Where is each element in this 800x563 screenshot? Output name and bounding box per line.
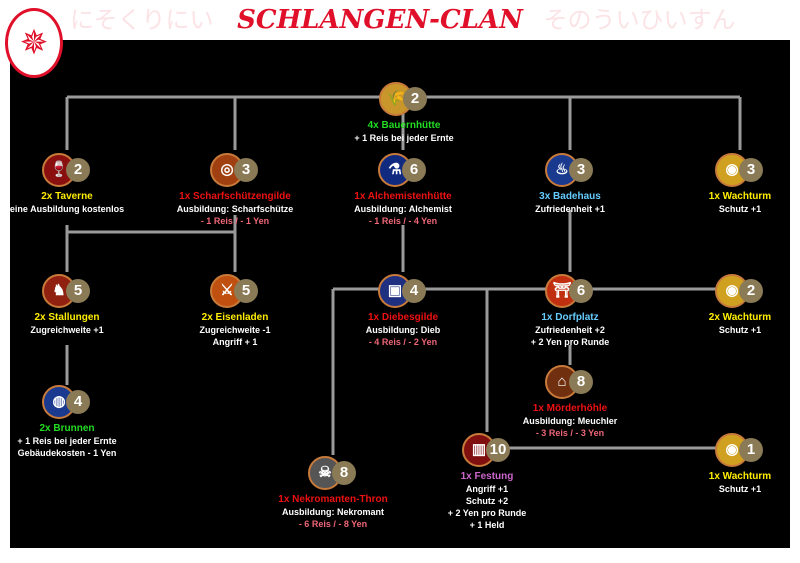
building-name: 1x Scharfschützengilde xyxy=(179,191,291,202)
building-name: 1x Wachturm xyxy=(708,471,772,482)
level-badge: 8 xyxy=(332,461,356,485)
building-effect: Ausbildung: Alchemist xyxy=(354,204,452,214)
building-name: 2x Brunnen xyxy=(39,423,95,434)
building-name: 2x Stallungen xyxy=(34,312,100,323)
building-effect: + 1 Reis bei jeder Ernte xyxy=(354,133,454,143)
building-effect: Angriff +1 xyxy=(465,484,509,494)
building-name: 1x Festung xyxy=(460,471,514,482)
level-badge: 8 xyxy=(569,370,593,394)
level-badge: 2 xyxy=(66,158,90,182)
building-effect: Schutz +1 xyxy=(718,484,762,494)
level-badge: 2 xyxy=(403,87,427,111)
building-name: 3x Badehaus xyxy=(539,191,601,202)
level-badge: 3 xyxy=(739,158,763,182)
level-badge: 2 xyxy=(739,279,763,303)
level-badge: 6 xyxy=(402,158,426,182)
building-effect: Zufriedenheit +1 xyxy=(535,204,605,214)
building-effect: eine Ausbildung kostenlos xyxy=(9,204,125,214)
building-effect: + 2 Yen pro Runde xyxy=(447,508,527,518)
level-badge: 5 xyxy=(234,279,258,303)
building-effect: + 1 Reis bei jeder Ernte xyxy=(17,436,117,446)
building-effect: Ausbildung: Dieb xyxy=(365,325,441,335)
building-name: 2x Eisenladen xyxy=(201,312,269,323)
building-effect: Gebäudekosten - 1 Yen xyxy=(17,448,117,458)
building-effect: Ausbildung: Nekromant xyxy=(281,507,384,517)
building-name: 1x Alchemistenhütte xyxy=(354,191,452,202)
building-name: 1x Wachturm xyxy=(708,191,772,202)
building-cost: - 1 Reis / - 1 Yen xyxy=(200,216,270,226)
level-badge: 1 xyxy=(739,438,763,462)
background-text: にそくりにい そのういひいすん xyxy=(70,6,736,34)
building-effect: Schutz +1 xyxy=(718,325,762,335)
level-badge: 6 xyxy=(569,279,593,303)
building-effect: Schutz +2 xyxy=(465,496,509,506)
building-effect: Ausbildung: Meuchler xyxy=(522,416,618,426)
building-effect: Angriff + 1 xyxy=(212,337,258,347)
building-name: 1x Diebesgilde xyxy=(367,312,439,323)
building-effect: Ausbildung: Scharfschütze xyxy=(176,204,294,214)
potion-icon: ⚗ xyxy=(378,153,412,187)
clan-logo-icon: ✵ xyxy=(5,8,63,78)
level-badge: 3 xyxy=(234,158,258,182)
building-effect: Zugreichweite -1 xyxy=(199,325,271,335)
building-cost: - 4 Reis / - 2 Yen xyxy=(368,337,438,347)
building-effect: + 1 Held xyxy=(469,520,505,530)
building-effect: Zugreichweite +1 xyxy=(30,325,104,335)
building-name: 1x Nekromanten-Thron xyxy=(278,494,388,505)
page-title: SCHLANGEN-CLAN xyxy=(237,5,523,35)
building-name: 2x Wachturm xyxy=(708,312,772,323)
building-cost: - 3 Reis / - 3 Yen xyxy=(535,428,605,438)
background-text-left: にそくりにい xyxy=(70,6,214,34)
level-badge: 10 xyxy=(486,438,510,462)
building-effect: Schutz +1 xyxy=(718,204,762,214)
watchtower-icon: ◉ xyxy=(715,274,749,308)
level-badge: 4 xyxy=(66,390,90,414)
background-text-right: そのういひいすん xyxy=(543,6,736,34)
building-cost: - 1 Reis / - 4 Yen xyxy=(368,216,438,226)
building-name: 1x Mörderhöhle xyxy=(532,403,608,414)
building-name: 2x Taverne xyxy=(41,191,93,202)
building-name: 4x Bauernhütte xyxy=(367,120,441,131)
level-badge: 5 xyxy=(66,279,90,303)
building-effect: + 2 Yen pro Runde xyxy=(530,337,610,347)
level-badge: 4 xyxy=(402,279,426,303)
level-badge: 3 xyxy=(569,158,593,182)
building-name: 1x Dorfplatz xyxy=(541,312,599,323)
building-effect: Zufriedenheit +2 xyxy=(535,325,605,335)
building-cost: - 6 Reis / - 8 Yen xyxy=(298,519,368,529)
